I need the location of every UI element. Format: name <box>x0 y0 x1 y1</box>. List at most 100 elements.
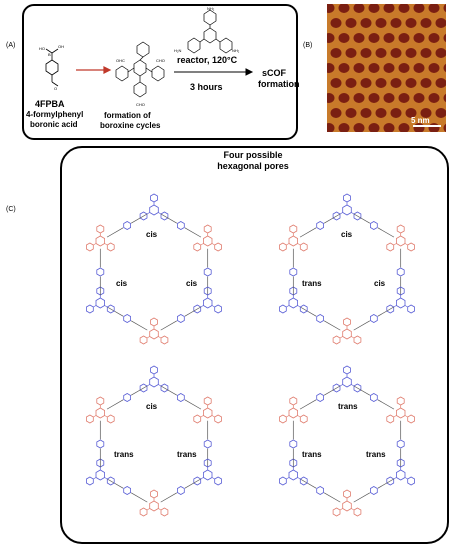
pore-2-top-label: cis <box>341 230 353 239</box>
svg-text:HO: HO <box>39 46 45 51</box>
boroxine-ring <box>342 328 352 340</box>
panel-c-title-line1: Four possible <box>223 150 283 160</box>
stm-pore <box>420 108 432 118</box>
bond <box>104 415 108 418</box>
bond <box>106 227 124 238</box>
linker-ring <box>123 393 131 402</box>
pore-1-right-label: cis <box>186 279 198 288</box>
bond <box>93 415 97 418</box>
phenyl-ring <box>289 224 298 234</box>
linker-ring <box>123 221 131 230</box>
phenyl-ring <box>353 335 362 345</box>
phenyl-ring <box>160 507 169 517</box>
stm-pore <box>360 78 372 88</box>
stm-pore <box>353 4 365 13</box>
benzene-core-ring <box>395 469 406 481</box>
bond <box>324 385 341 396</box>
phenyl-ring <box>203 224 212 234</box>
stm-pore <box>428 63 440 73</box>
phenyl-ring <box>343 365 351 375</box>
linker-ring <box>177 314 185 323</box>
step1-label-line2: boroxine cycles <box>100 121 161 130</box>
stm-pore <box>428 123 440 132</box>
condition-time: 3 hours <box>190 82 223 92</box>
phenyl-ring <box>343 489 351 499</box>
phenyl-ring <box>214 304 223 314</box>
linker-ring <box>396 439 405 449</box>
stm-pore <box>405 48 417 58</box>
arrow-2 <box>174 68 254 76</box>
phenyl-ring <box>106 414 115 424</box>
bond <box>351 336 355 339</box>
bond <box>211 305 215 308</box>
stm-pore <box>383 33 395 43</box>
phenyl-ring <box>85 414 94 424</box>
benzene-core-ring <box>149 376 159 388</box>
benzene-core-ring <box>202 469 213 481</box>
pore-4-left-label: trans <box>302 450 322 459</box>
phenyl-ring <box>85 242 94 252</box>
monomer-full-name-line1: 4-formylphenyl <box>26 110 84 119</box>
panel-a-frame <box>22 4 298 140</box>
linker-ring <box>289 439 298 449</box>
bond <box>184 306 202 317</box>
stm-pore <box>420 78 432 88</box>
phenyl-ring <box>332 335 341 345</box>
panel-c-title-line2: hexagonal pores <box>217 161 289 171</box>
phenyl-ring <box>299 304 308 314</box>
stm-pore <box>375 78 387 88</box>
bond <box>184 478 202 489</box>
bond <box>393 477 397 480</box>
stm-pore <box>435 108 446 118</box>
stm-pore <box>353 33 365 43</box>
stm-pore <box>368 33 380 43</box>
stm-pore <box>398 33 410 43</box>
phenyl-ring <box>214 476 223 486</box>
bond <box>93 243 97 246</box>
monomer-full-name-line2: boronic acid <box>30 120 78 129</box>
stm-pore <box>345 78 357 88</box>
pore-4-top-label: trans <box>338 402 358 411</box>
bond <box>393 415 397 418</box>
bond <box>106 478 124 489</box>
stm-pore <box>435 18 446 28</box>
bond <box>353 213 370 224</box>
stm-pore <box>360 48 372 58</box>
bond <box>200 477 204 480</box>
linker-ring <box>177 221 185 230</box>
phenyl-ring <box>299 414 308 424</box>
stm-pore <box>338 4 350 13</box>
bond <box>131 320 148 331</box>
bond <box>377 227 395 238</box>
phenyl-ring <box>203 286 212 296</box>
stm-pore <box>327 123 335 132</box>
phenyl-ring <box>96 224 105 234</box>
svg-text:CHO: CHO <box>156 58 165 63</box>
phenyl-ring <box>386 242 395 252</box>
stm-pore <box>368 93 380 103</box>
linker-ring <box>369 314 378 323</box>
bond <box>297 243 301 246</box>
boroxine-ring <box>95 235 105 247</box>
bond <box>404 243 408 246</box>
linker-ring <box>203 439 212 449</box>
stm-pore <box>405 18 417 28</box>
stm-pore <box>383 63 395 73</box>
stm-pore <box>413 4 425 13</box>
panel-b-label: (B) <box>303 42 313 49</box>
bond <box>353 385 370 396</box>
stm-pore <box>390 48 402 58</box>
benzene-core-ring <box>202 297 213 309</box>
phenyl-ring <box>299 242 308 252</box>
pore-3-left-label: trans <box>114 450 134 459</box>
pore-1-left-label: cis <box>116 279 128 288</box>
phenyl-ring <box>150 489 158 499</box>
bond <box>351 508 355 511</box>
stm-pore <box>375 18 387 28</box>
benzene-core-ring <box>288 469 299 481</box>
bond <box>158 336 162 339</box>
svg-text:B: B <box>48 52 51 57</box>
stm-pore <box>398 93 410 103</box>
linker-ring <box>369 221 378 230</box>
stm-pore <box>327 63 335 73</box>
